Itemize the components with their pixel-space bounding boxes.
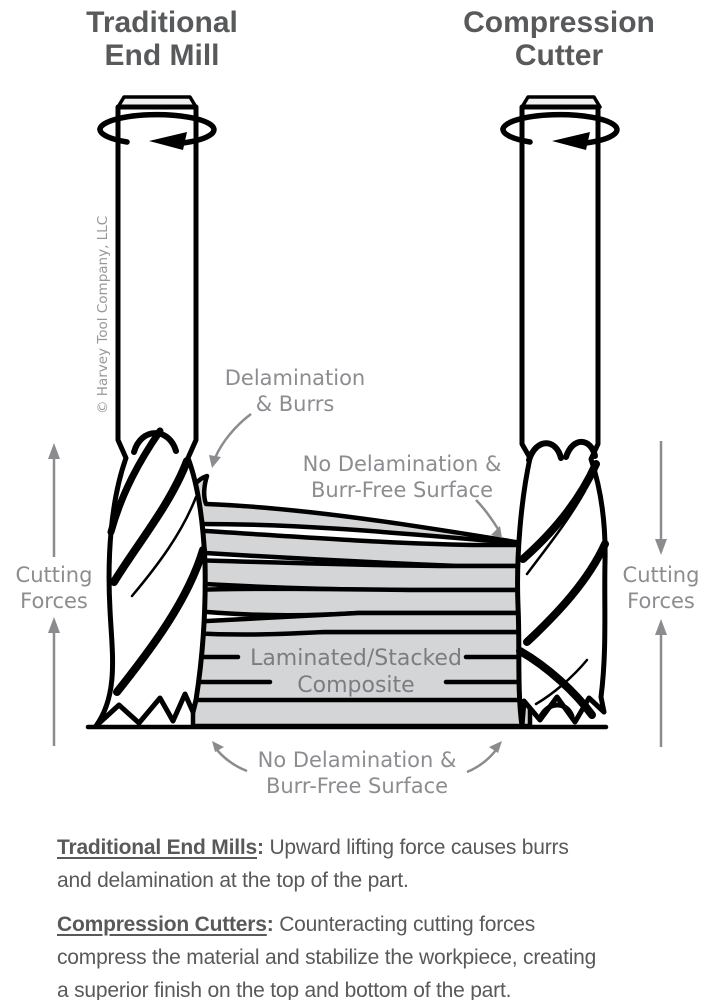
title-right-line2: Cutter	[514, 39, 604, 72]
title-traditional-end-mill: Traditional End Mill	[42, 6, 282, 72]
paragraph-1-line1: Upward lifting force causes burrs	[269, 836, 569, 859]
no-delam-arrow-top	[475, 499, 502, 538]
paragraph-2-line1: Counteracting cutting forces	[279, 913, 536, 936]
label-cutting-forces-left: Cutting Forces	[15, 563, 93, 613]
title-right-line1: Compression	[463, 6, 655, 39]
title-left-line1: Traditional	[86, 6, 238, 39]
paragraph-compression-cutters: Compression Cutters: Counteracting cutti…	[57, 908, 702, 1000]
ply-lines	[191, 654, 533, 703]
left-flutes	[107, 427, 207, 696]
no-delam-arrow-bottom-left	[212, 741, 248, 773]
left-tool-body	[93, 104, 208, 729]
caption-paragraphs: Traditional End Mills: Upward lifting fo…	[57, 831, 702, 1000]
rotation-arrow-right	[500, 111, 620, 150]
delamination-arrow	[209, 413, 252, 468]
title-left-line2: End Mill	[104, 39, 220, 72]
label-no-delam-top: No Delamination & Burr-Free Surface	[302, 452, 502, 502]
paragraph-2-colon: :	[266, 913, 280, 936]
no-delam-arrow-bottom-right	[466, 741, 502, 774]
rotation-arrow-left	[97, 111, 217, 150]
paragraph-1-line2: and delamination at the top of the part.	[57, 869, 409, 892]
label-laminated-stacked-composite: Laminated/Stacked Composite	[250, 646, 462, 698]
title-compression-cutter: Compression Cutter	[439, 6, 679, 72]
paragraph-1-colon: :	[257, 836, 270, 859]
paragraph-2-heading: Compression Cutters	[57, 913, 267, 936]
label-no-delam-bottom: No Delamination & Burr-Free Surface	[257, 748, 457, 798]
label-delamination-burrs: Delamination & Burrs	[224, 366, 366, 416]
paragraph-2-line2: compress the material and stabilize the …	[57, 946, 597, 969]
cutting-forces-arrows-left	[48, 443, 60, 746]
left-end-mill	[93, 95, 217, 729]
copyright-watermark: © Harvey Tool Company, LLC	[95, 215, 111, 414]
cutting-forces-arrows-right	[655, 441, 667, 747]
right-flutes	[516, 438, 609, 721]
paragraph-1-heading: Traditional End Mills	[57, 836, 257, 859]
right-compression-cutter	[500, 95, 620, 729]
paragraph-traditional-end-mills: Traditional End Mills: Upward lifting fo…	[57, 831, 702, 897]
paragraph-2-line3: a superior finish on the top and bottom …	[57, 979, 512, 1000]
label-cutting-forces-right: Cutting Forces	[622, 563, 700, 613]
